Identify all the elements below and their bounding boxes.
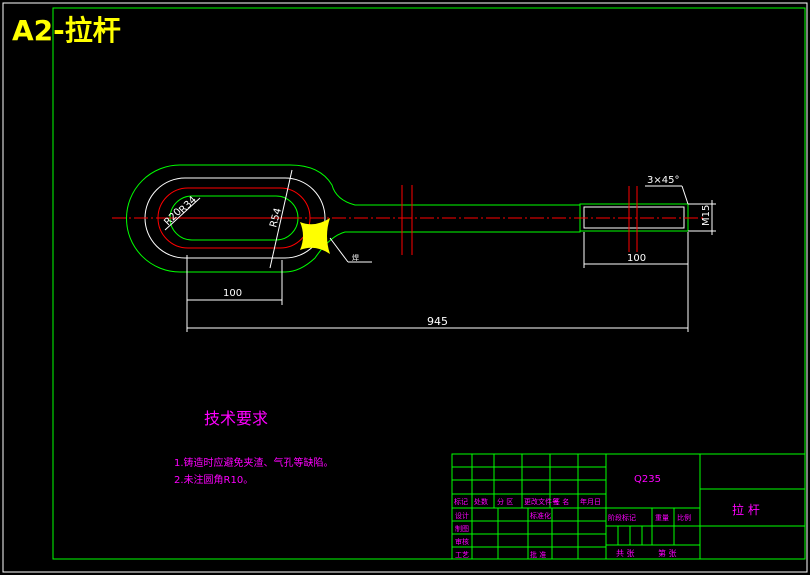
tb-col-mark: 标记 <box>454 497 468 506</box>
dim-r54: R54 <box>268 207 284 229</box>
break-marks <box>401 185 638 255</box>
tech-note-2: 2.未注圆角R10。 <box>174 473 253 486</box>
tb-drafting: 制图 <box>455 524 469 533</box>
weld-fill <box>300 218 330 254</box>
tb-sheet-no: 第 张 <box>658 548 677 558</box>
tb-col-signature: 签 名 <box>553 497 569 506</box>
dim-left-length: 100 <box>223 288 242 299</box>
tb-standardize: 标准化 <box>530 511 551 520</box>
weld-label: 焊 <box>352 253 359 262</box>
inner-frame <box>52 7 806 560</box>
tb-sheet-total: 共 张 <box>616 549 635 558</box>
title-block <box>451 453 806 560</box>
tb-approve: 批 准 <box>530 550 546 559</box>
dim-right-length: 100 <box>627 253 646 264</box>
tech-note-1: 1.铸造时应避免夹渣、气孔等缺陷。 <box>174 456 334 469</box>
tb-design: 设计 <box>455 511 469 520</box>
tb-col-date: 年月日 <box>580 497 601 506</box>
tb-material: Q235 <box>634 474 661 485</box>
tb-col-zone: 分 区 <box>497 497 513 506</box>
tb-check: 审核 <box>455 537 469 546</box>
tb-stage-mark: 阶段标记 <box>608 513 636 522</box>
dimension-lines <box>186 185 716 332</box>
dim-total-length: 945 <box>427 315 448 328</box>
tech-heading: 技术要求 <box>204 409 268 428</box>
tb-col-change-doc: 更改文件号 <box>524 497 559 506</box>
drawing-title: A2-拉杆 <box>12 14 121 47</box>
tb-weight: 重量 <box>655 514 669 522</box>
tb-part-name: 拉 杆 <box>732 502 760 517</box>
tb-scale: 比例 <box>677 513 691 522</box>
tb-process: 工艺 <box>455 551 469 559</box>
dim-thread: M15 <box>701 205 712 226</box>
dim-r34: R34 <box>177 194 199 216</box>
dim-chamfer: 3×45° <box>647 175 679 186</box>
tb-col-count: 处数 <box>474 497 488 506</box>
radius-leaders <box>164 169 293 269</box>
